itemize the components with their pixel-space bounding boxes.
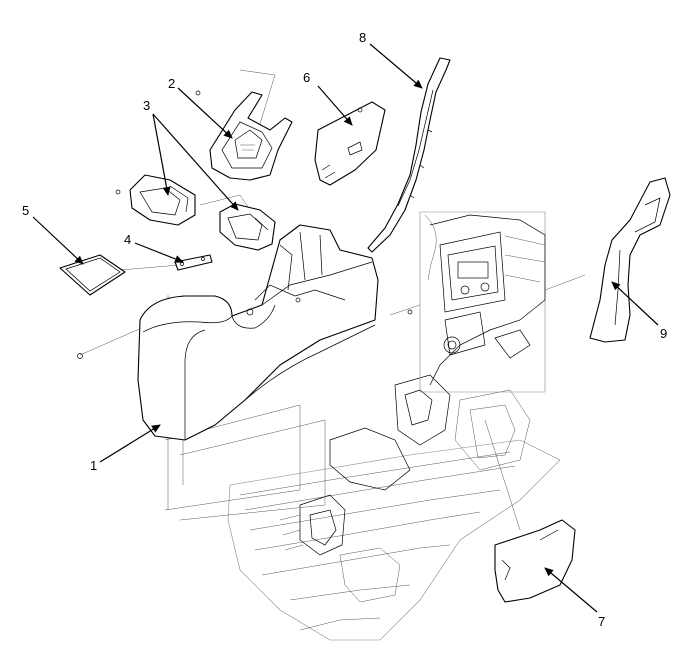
console-mat: [59, 254, 126, 296]
callout-8: 8: [359, 30, 366, 45]
callout-5: 5: [22, 203, 29, 218]
callout-labels: 1 2 3 4 5 6 7 8 9: [22, 30, 667, 629]
leader-lines: [32, 43, 659, 613]
fasteners: [77, 90, 413, 359]
leader-4: [134, 242, 184, 263]
shift-bezel: [209, 91, 293, 181]
leader-9: [611, 281, 659, 326]
callout-9: 9: [660, 326, 667, 341]
console-bracket-left: [115, 174, 196, 226]
leader-3b: [152, 113, 239, 211]
leader-2: [177, 87, 233, 139]
vehicle-floor-structure: [227, 374, 561, 641]
leader-5: [32, 216, 84, 265]
leader-8: [369, 43, 423, 89]
floor-console-body: [137, 224, 379, 441]
callout-1: 1: [90, 458, 97, 473]
callout-3: 3: [143, 98, 150, 113]
side-cover-panel: [314, 101, 386, 186]
console-side-trim-left: [367, 57, 451, 253]
console-bracket-right: [219, 203, 276, 251]
dashboard-fascia-view: [419, 211, 546, 393]
callout-4: 4: [124, 232, 131, 247]
rear-console-cover: [494, 519, 576, 603]
callout-7: 7: [598, 614, 605, 629]
leader-1: [99, 424, 161, 463]
leader-6: [317, 85, 353, 126]
callout-6: 6: [303, 70, 310, 85]
callout-2: 2: [168, 76, 175, 91]
leader-7: [544, 567, 598, 613]
trim-strip: [174, 254, 213, 271]
leader-3a: [152, 113, 171, 196]
console-side-trim-right: [589, 177, 671, 343]
